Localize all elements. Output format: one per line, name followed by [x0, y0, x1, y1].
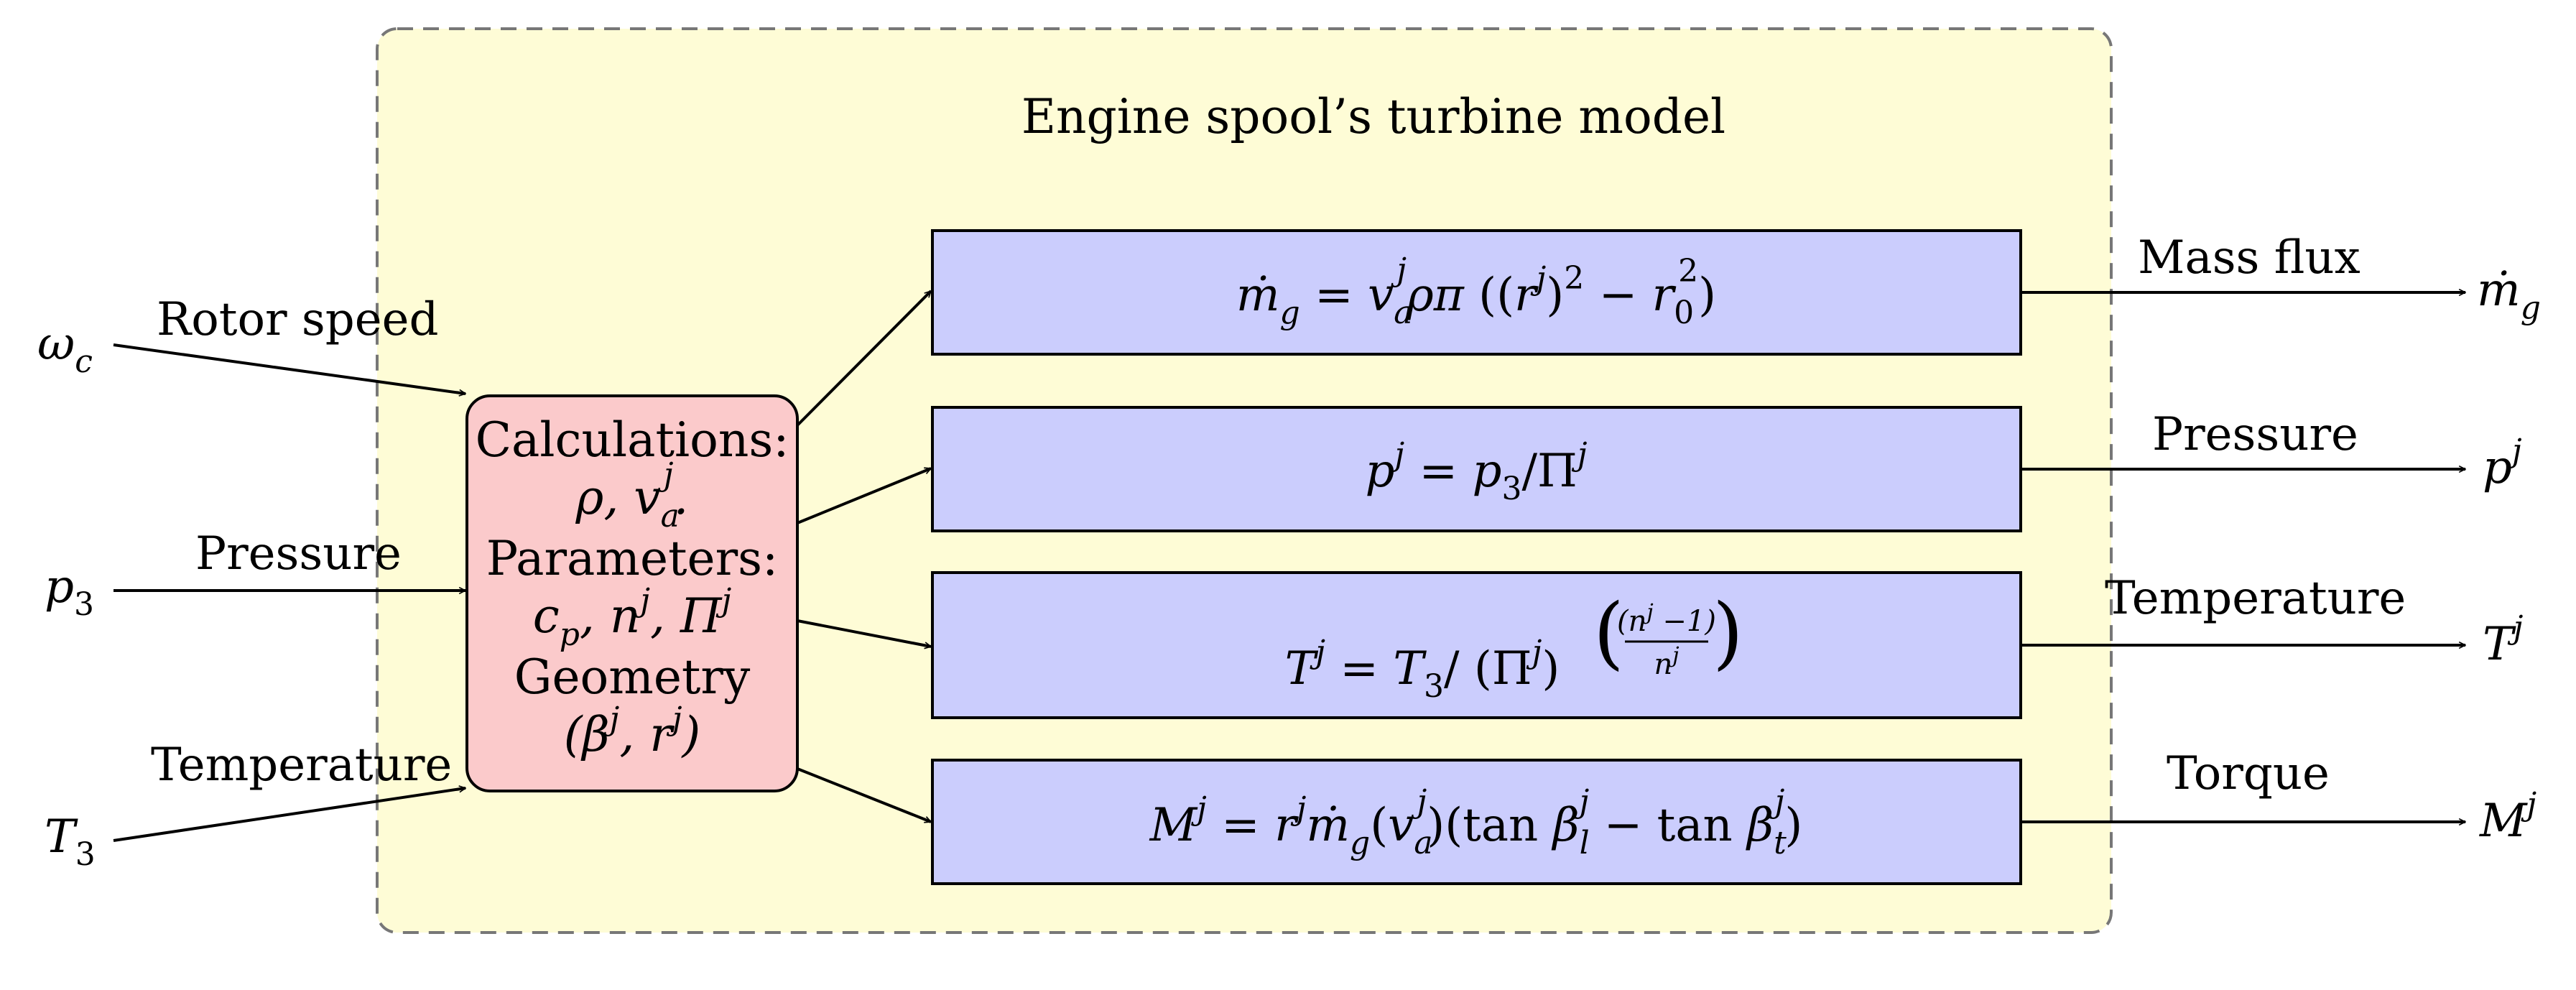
- equation-temperature-exponent-open: (: [1593, 586, 1624, 678]
- equation-temperature-exponent-close: ): [1713, 586, 1743, 678]
- output-label-temperature: Temperature: [2105, 572, 2406, 625]
- calc-arrow-temperature: [797, 619, 931, 647]
- equation-temperature: Tj = T3/ (Πj): [1285, 634, 1560, 705]
- calc-line-parameters: Parameters:: [486, 531, 779, 586]
- output-symbol-tj: Tj: [2483, 609, 2523, 671]
- calc-line-beta-r: (βj, rj): [564, 700, 700, 762]
- calc-arrow-massflux: [796, 290, 932, 427]
- calculations-block: [465, 394, 799, 792]
- calc-arrow-pressure: [797, 467, 931, 524]
- calc-line-cp-n-pi: cp, nj, Πj: [533, 582, 731, 653]
- input-label-temperature: Temperature: [151, 739, 452, 792]
- input-symbol-omega-c: ωc: [37, 318, 93, 380]
- input-arrow-rotor-speed: [113, 343, 465, 394]
- equation-box-temperature: [931, 571, 2022, 719]
- output-symbol-mdot-g: ṁg: [2477, 264, 2541, 326]
- output-label-pressure: Pressure: [2152, 408, 2358, 461]
- output-symbol-pj: pj: [2483, 432, 2522, 494]
- equation-temperature-exponent-num: (nj −1): [1617, 600, 1716, 638]
- equation-torque: Mj = rjṁg(vaj)(tan βlj − tan βtj): [1149, 783, 1803, 861]
- calc-arrow-torque: [797, 767, 931, 823]
- input-label-rotor-speed: Rotor speed: [157, 293, 438, 346]
- input-label-pressure: Pressure: [195, 527, 402, 580]
- output-label-massflux: Mass flux: [2138, 231, 2360, 284]
- equation-pressure: pj = p3/Πj: [1366, 436, 1588, 507]
- calc-line-calculations: Calculations:: [476, 412, 789, 468]
- calc-line-geometry: Geometry: [514, 649, 751, 705]
- container-title: Engine spool’s turbine model: [1021, 89, 1725, 144]
- equation-box-torque: [931, 759, 2022, 885]
- input-arrow-temperature: [113, 788, 465, 842]
- input-symbol-t3: T3: [45, 810, 96, 873]
- output-symbol-mj: Mj: [2479, 786, 2536, 848]
- input-symbol-p3: p3: [45, 560, 94, 623]
- equation-box-pressure: [931, 406, 2022, 532]
- equation-massflux: ṁg = vajρπ ((rj)2 − r02): [1236, 251, 1716, 331]
- output-label-torque: Torque: [2167, 747, 2330, 800]
